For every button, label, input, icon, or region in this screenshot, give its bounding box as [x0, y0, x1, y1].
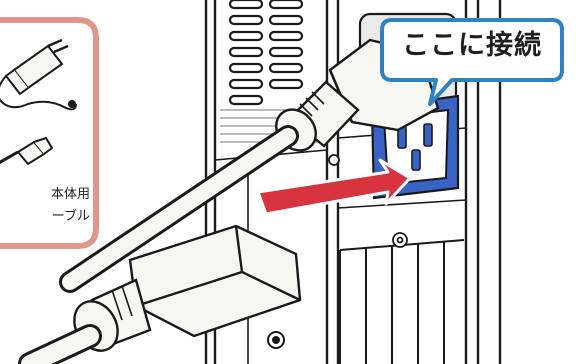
inset-label-line1: 本体用: [0, 188, 90, 201]
callout-text: ここに接続: [391, 32, 553, 59]
vent-slots: [230, 0, 302, 104]
expansion-slots: [340, 240, 464, 364]
insert-arrow: [258, 160, 410, 214]
inset-label-line2: ーブル: [0, 210, 90, 223]
lower-cable: [30, 336, 90, 364]
